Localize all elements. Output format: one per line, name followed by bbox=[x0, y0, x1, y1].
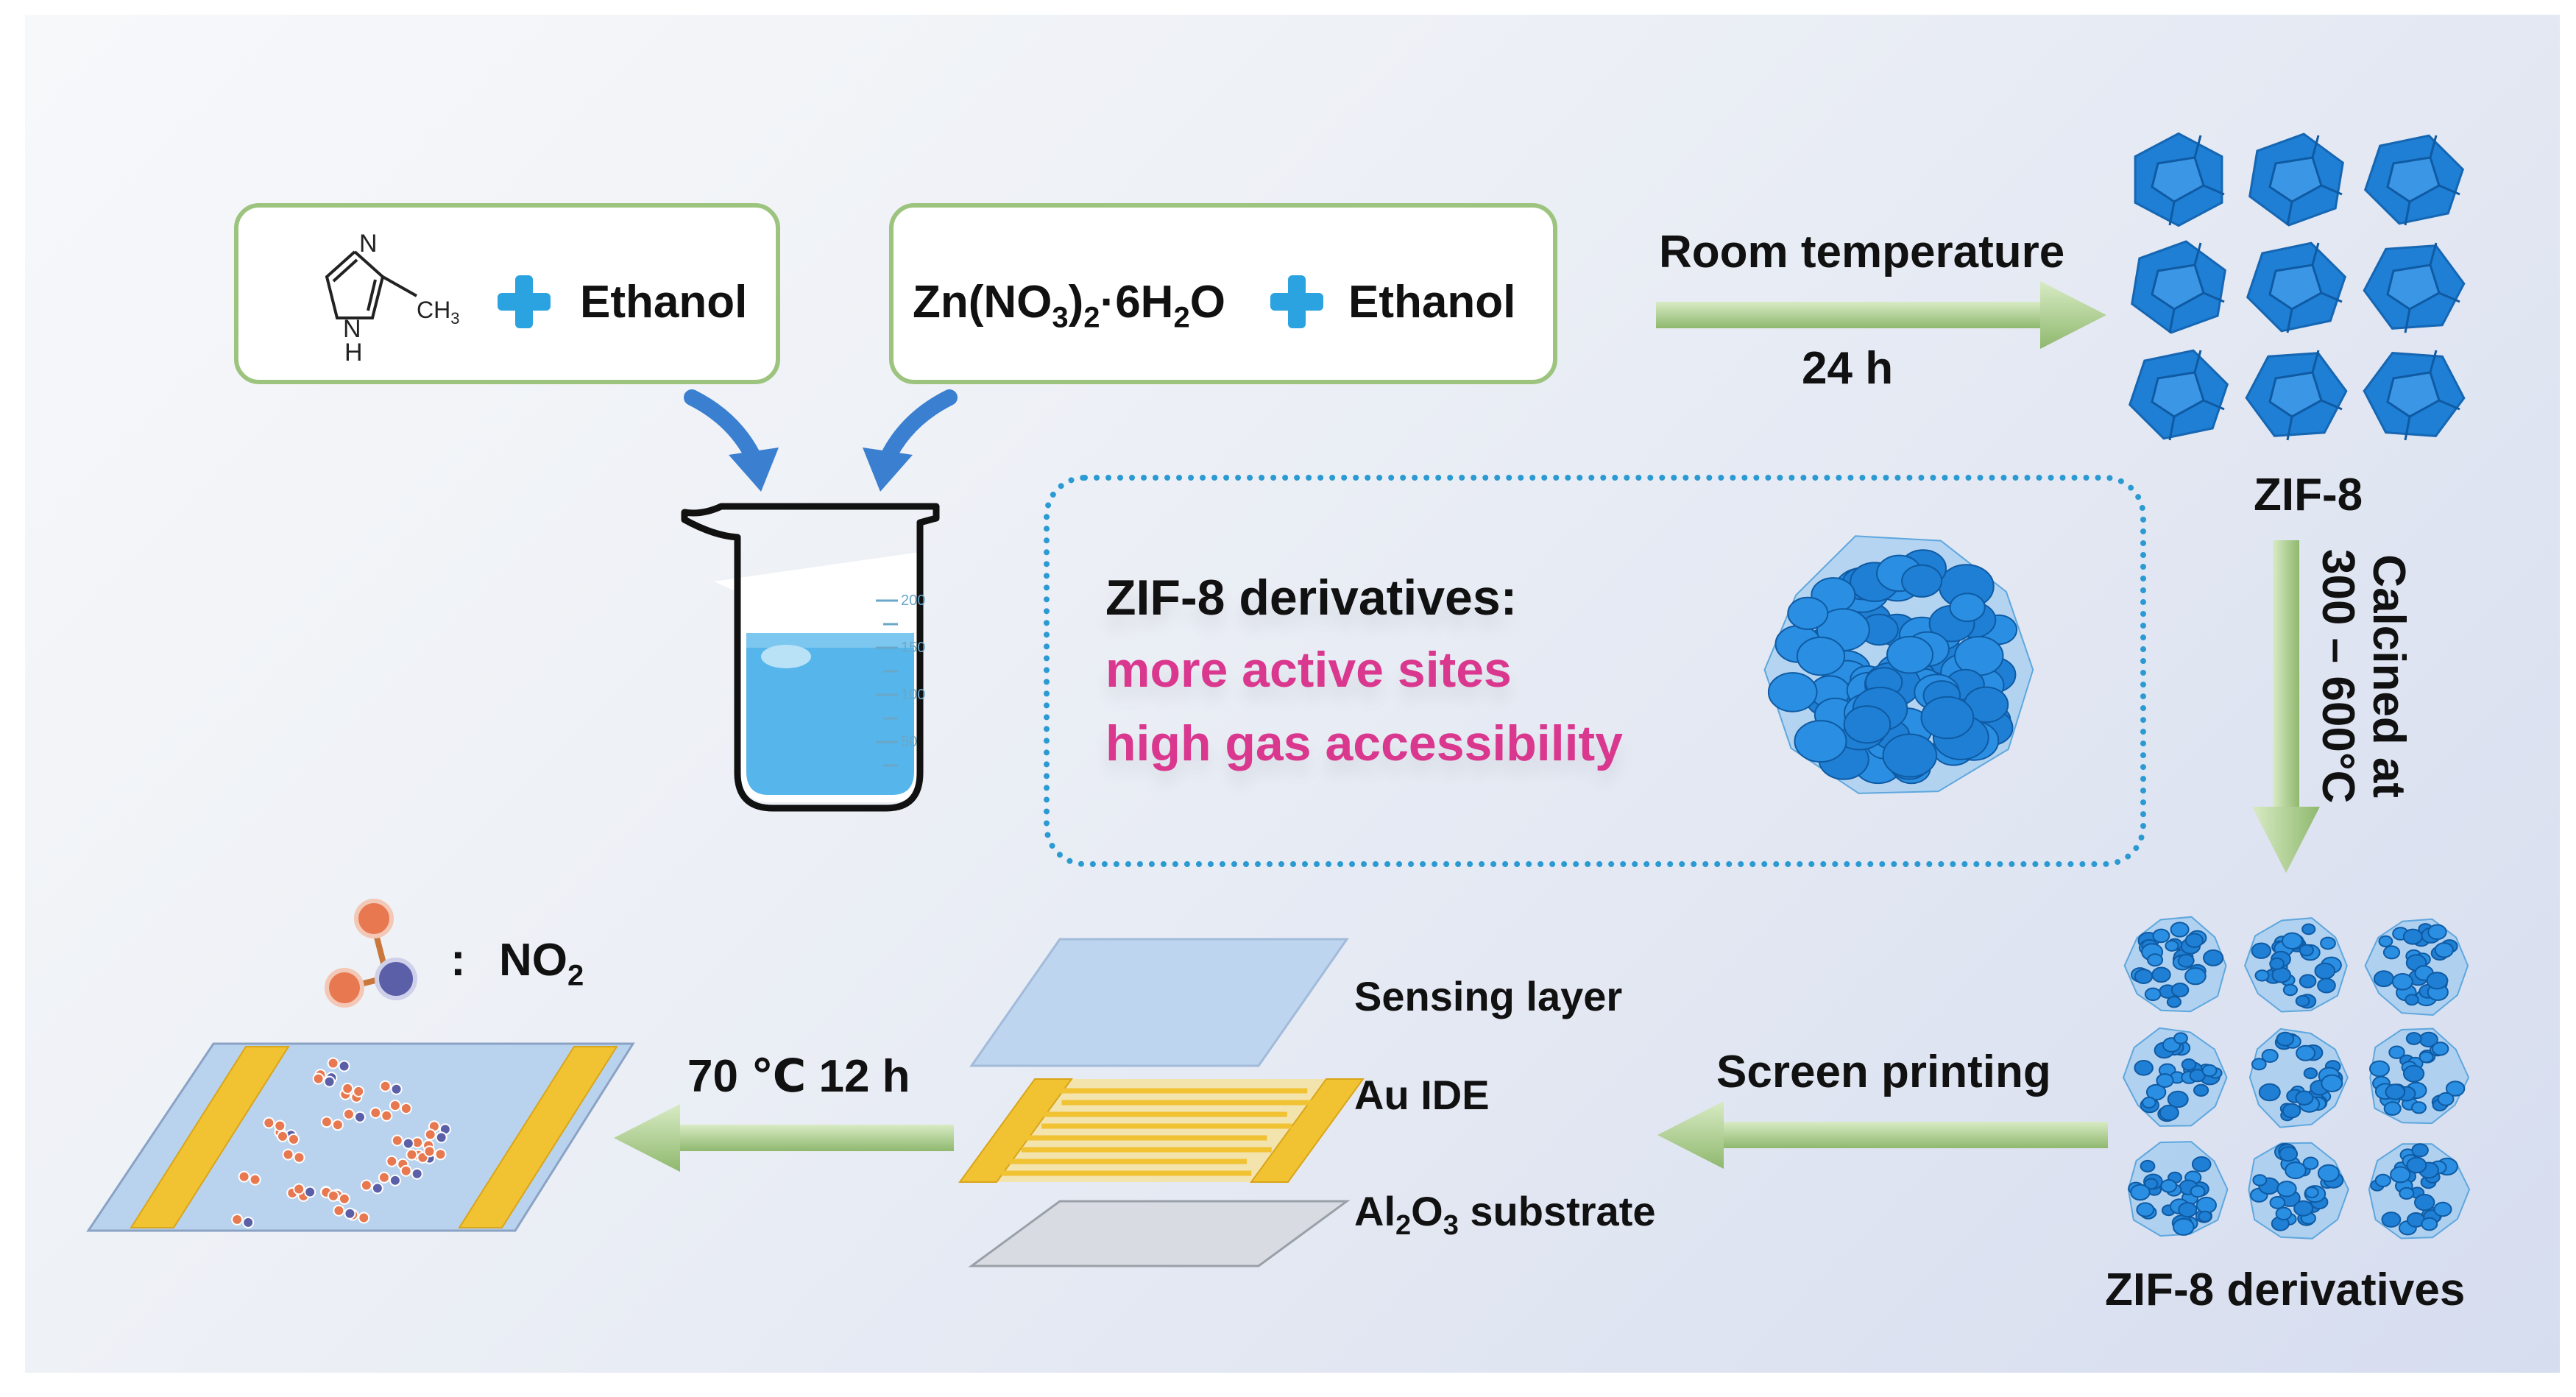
no2-molecule bbox=[231, 1213, 255, 1228]
zif8-crystal bbox=[2245, 350, 2348, 441]
porous-particle-icon bbox=[1763, 535, 2034, 794]
zif8-crystal bbox=[2248, 132, 2344, 227]
no2-molecule bbox=[327, 1057, 350, 1072]
curved-arrow-icon bbox=[863, 389, 958, 492]
svg-text:N: N bbox=[343, 315, 361, 343]
derivatives-callout-box bbox=[1044, 475, 2146, 867]
zif8-crystal bbox=[2131, 240, 2226, 334]
sensor-device-layers-icon bbox=[958, 938, 1365, 1267]
substrate-label: Al2O3 substrate bbox=[1354, 1188, 1656, 1242]
no2-molecule bbox=[320, 1116, 344, 1131]
no2-molecule bbox=[293, 1183, 316, 1198]
svg-text:CH3: CH3 bbox=[417, 297, 459, 328]
no2-molecule bbox=[327, 1189, 350, 1205]
zif8-crystal bbox=[2363, 242, 2466, 333]
plus-icon bbox=[498, 275, 551, 328]
no2-molecule bbox=[378, 1171, 401, 1186]
down-arrow-icon bbox=[2252, 540, 2320, 873]
svg-text:150: 150 bbox=[901, 640, 925, 656]
beaker-icon: 200 150 100 50 bbox=[681, 503, 940, 812]
svg-text:H: H bbox=[344, 339, 363, 367]
zif8-crystal bbox=[2246, 241, 2347, 333]
callout-title: ZIF-8 derivatives: bbox=[1105, 570, 1518, 626]
porous-particle bbox=[2127, 1141, 2229, 1237]
porous-particle bbox=[1763, 535, 2034, 794]
reagent-2-solvent: Ethanol bbox=[1348, 277, 1516, 328]
callout-benefit-2: high gas accessibility bbox=[1105, 715, 1623, 771]
porous-particle bbox=[2244, 917, 2348, 1013]
no2-molecule bbox=[400, 1164, 423, 1180]
step3-label: Screen printing bbox=[1716, 1047, 2051, 1097]
no2-molecule bbox=[360, 1179, 383, 1195]
porous-particle bbox=[2368, 1143, 2471, 1239]
porous-particle bbox=[2369, 1028, 2470, 1125]
no2-molecule bbox=[424, 1128, 447, 1144]
curved-arrow-icon bbox=[684, 389, 779, 492]
step1-condition-top: Room temperature bbox=[1659, 227, 2065, 277]
step1-condition-bottom: 24 h bbox=[1802, 343, 1894, 394]
sensor-device-icon bbox=[86, 1042, 635, 1232]
zif8-crystal-icon bbox=[2128, 132, 2466, 441]
no2-molecule bbox=[277, 1130, 300, 1145]
callout-benefit-1: more active sites bbox=[1105, 642, 1512, 698]
plus-icon bbox=[1270, 275, 1323, 328]
no2-molecule bbox=[391, 1134, 414, 1150]
step4-label: 70 ℃ 12 h bbox=[687, 1051, 910, 1102]
zif8-label: ZIF-8 bbox=[2254, 470, 2363, 520]
no2-molecule bbox=[282, 1148, 305, 1164]
right-arrow-icon bbox=[1656, 281, 2106, 349]
no2-molecule bbox=[263, 1117, 286, 1132]
svg-text:50: 50 bbox=[901, 734, 917, 750]
no2-molecule bbox=[312, 1072, 336, 1088]
porous-particle bbox=[2123, 916, 2227, 1013]
zif8-crystal bbox=[2363, 350, 2466, 441]
left-arrow-icon bbox=[1657, 1101, 2108, 1169]
sensing-layer-label: Sensing layer bbox=[1354, 973, 1623, 1019]
left-arrow-icon bbox=[614, 1104, 954, 1172]
svg-text:100: 100 bbox=[901, 687, 925, 703]
no2-molecule bbox=[238, 1170, 261, 1186]
zif8-derivatives-label: ZIF-8 derivatives bbox=[2105, 1265, 2466, 1315]
no2-molecule bbox=[386, 1155, 409, 1170]
zif8-crystal bbox=[2128, 349, 2229, 441]
no2-molecule bbox=[333, 1204, 356, 1220]
svg-text:200: 200 bbox=[901, 593, 925, 609]
porous-particle bbox=[2248, 1142, 2349, 1239]
no2-molecule bbox=[343, 1108, 366, 1123]
reagent-1-solvent: Ethanol bbox=[580, 277, 748, 328]
no2-molecule bbox=[389, 1100, 412, 1114]
svg-text:N: N bbox=[359, 230, 378, 258]
porous-particle bbox=[2122, 1027, 2228, 1127]
zif8-derivatives-icon bbox=[2122, 916, 2471, 1239]
legend-no2-label: NO2 bbox=[499, 935, 584, 992]
legend-colon: : bbox=[450, 935, 466, 986]
reagent-box-zinc-nitrate bbox=[889, 203, 1557, 384]
au-ide-label: Au IDE bbox=[1354, 1072, 1490, 1118]
zinc-nitrate-formula: Zn(NO3)2·6H2O bbox=[913, 277, 1225, 334]
porous-particle bbox=[2248, 1028, 2349, 1128]
no2-molecule bbox=[369, 1106, 393, 1122]
porous-particle bbox=[2364, 918, 2469, 1016]
no2-molecule bbox=[342, 1082, 365, 1097]
calcine-label: Calcined at 300 – 600°C bbox=[2312, 549, 2414, 804]
no2-molecule bbox=[379, 1080, 403, 1095]
imidazole-molecule-icon: N N H CH3 bbox=[325, 230, 459, 367]
zif8-crystal bbox=[2363, 134, 2465, 226]
no2-molecule bbox=[423, 1145, 447, 1161]
no2-molecule-icon bbox=[325, 899, 417, 1008]
zif8-crystal bbox=[2134, 132, 2225, 227]
